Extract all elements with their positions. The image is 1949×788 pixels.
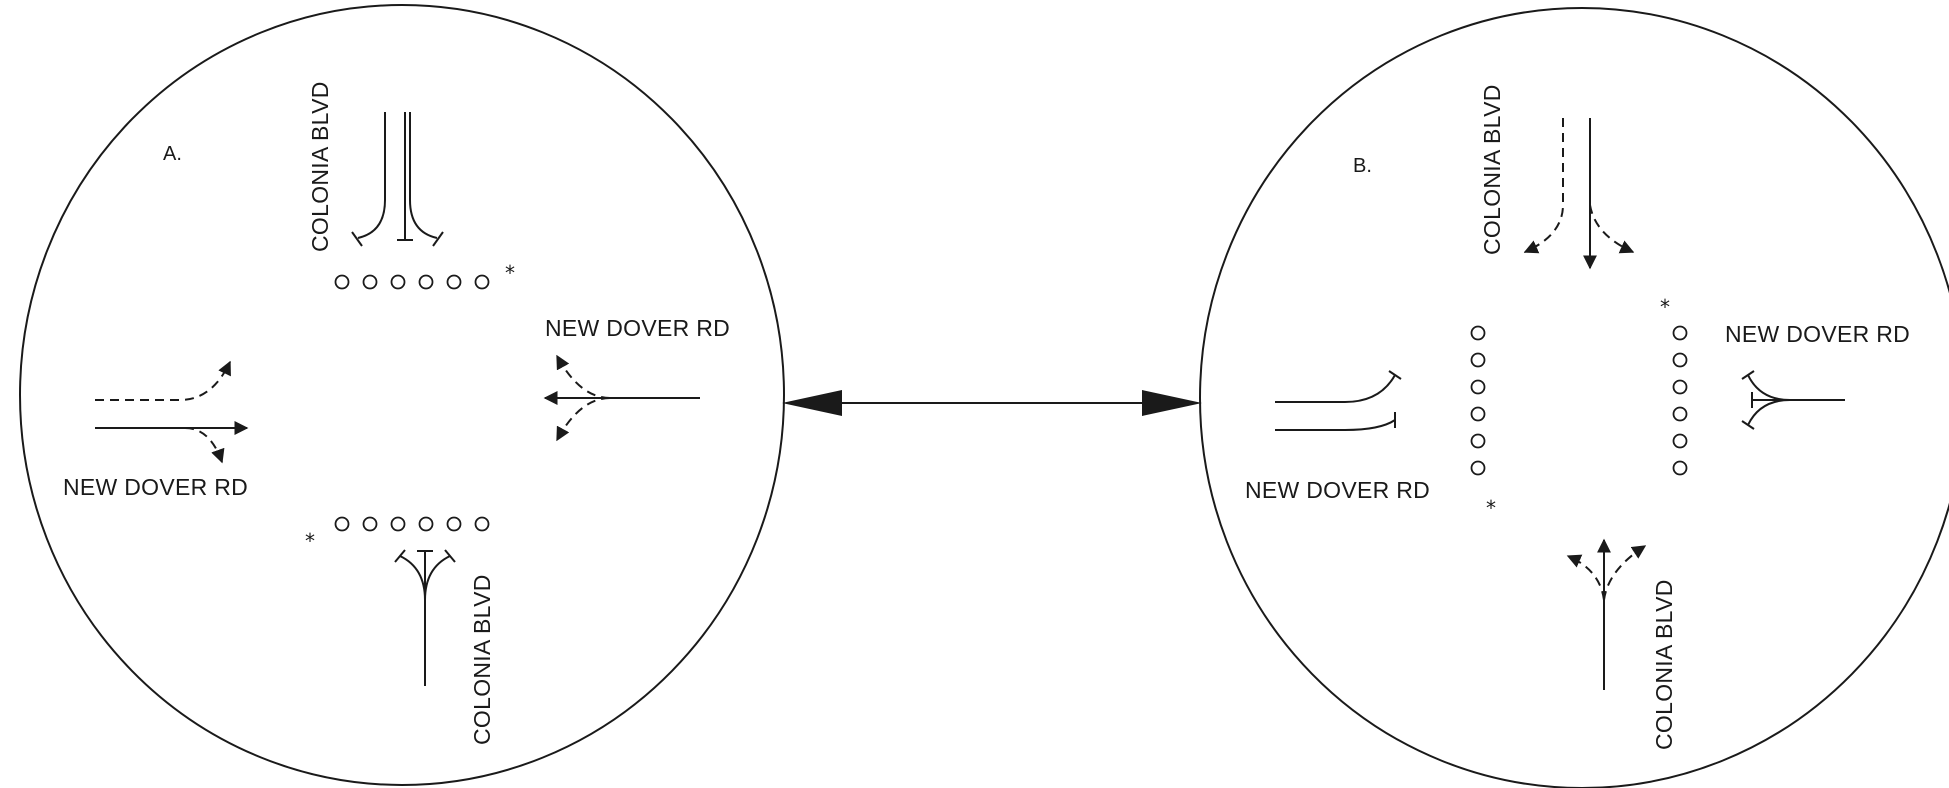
connector-left-arrowhead — [782, 390, 842, 416]
panel-b-west-approach — [1275, 370, 1402, 431]
panel-a-circle — [19, 4, 785, 786]
panel-a-asterisk-north: * — [505, 261, 515, 285]
panel-a-north-street-label: COLONIA BLVD — [307, 81, 333, 252]
east-left-turn-arrow — [556, 397, 611, 442]
connector-right-arrowhead — [1142, 390, 1202, 416]
panel-a-west-street-label: NEW DOVER RD — [63, 474, 248, 500]
panel-b: B. COLONIA BLVD * * — [1199, 7, 1949, 788]
panel-a-east-street-label: NEW DOVER RD — [545, 315, 730, 341]
panel-b-north-street-label: COLONIA BLVD — [1479, 84, 1505, 255]
panel-a-west-approach — [95, 360, 249, 464]
panel-a-north-crosswalk — [334, 274, 490, 290]
north-right-turn-stop — [409, 112, 438, 239]
connector-double-arrow — [782, 390, 1202, 416]
east-right-turn-arrow — [556, 354, 611, 399]
panel-a-south-crosswalk — [334, 516, 490, 532]
panel-b-south-approach — [1566, 538, 1647, 690]
west-left-stop — [1275, 374, 1396, 403]
panel-b-asterisk-west: * — [1486, 496, 1496, 520]
panel-b-east-street-label: NEW DOVER RD — [1725, 321, 1910, 347]
panel-a: A. COLONIA BLVD * NEW DOVER RD — [19, 4, 785, 786]
panel-b-asterisk-east: * — [1660, 295, 1670, 319]
north-left-turn-arrow — [1589, 204, 1635, 254]
south-left-stop — [399, 555, 426, 686]
panel-b-west-crosswalk — [1470, 325, 1486, 476]
north-right-turn-arrow — [1523, 118, 1564, 254]
south-left-turn-arrow — [1566, 554, 1605, 601]
south-right-stop — [424, 555, 451, 601]
west-left-turn-arrow — [95, 360, 231, 401]
panel-b-title: B. — [1353, 155, 1372, 177]
south-right-turn-arrow — [1603, 545, 1647, 601]
panel-a-east-approach — [543, 354, 700, 442]
panel-a-south-approach — [394, 549, 456, 686]
panel-a-title: A. — [163, 143, 182, 165]
panel-b-circle — [1199, 7, 1949, 788]
panel-a-north-approach — [351, 112, 444, 247]
north-left-turn-stop — [357, 112, 386, 239]
panel-b-south-street-label: COLONIA BLVD — [1651, 579, 1677, 750]
east-left-stop — [1747, 399, 1791, 426]
east-right-stop — [1747, 374, 1791, 401]
panel-a-south-street-label: COLONIA BLVD — [469, 574, 495, 745]
panel-b-north-approach — [1523, 118, 1635, 270]
panel-a-asterisk-south: * — [305, 529, 315, 553]
west-right-turn-arrow — [184, 427, 225, 464]
panel-b-west-street-label: NEW DOVER RD — [1245, 477, 1430, 503]
panel-b-east-crosswalk — [1672, 325, 1688, 476]
west-through-right-stop — [1275, 419, 1396, 431]
panel-b-east-approach — [1741, 370, 1845, 430]
